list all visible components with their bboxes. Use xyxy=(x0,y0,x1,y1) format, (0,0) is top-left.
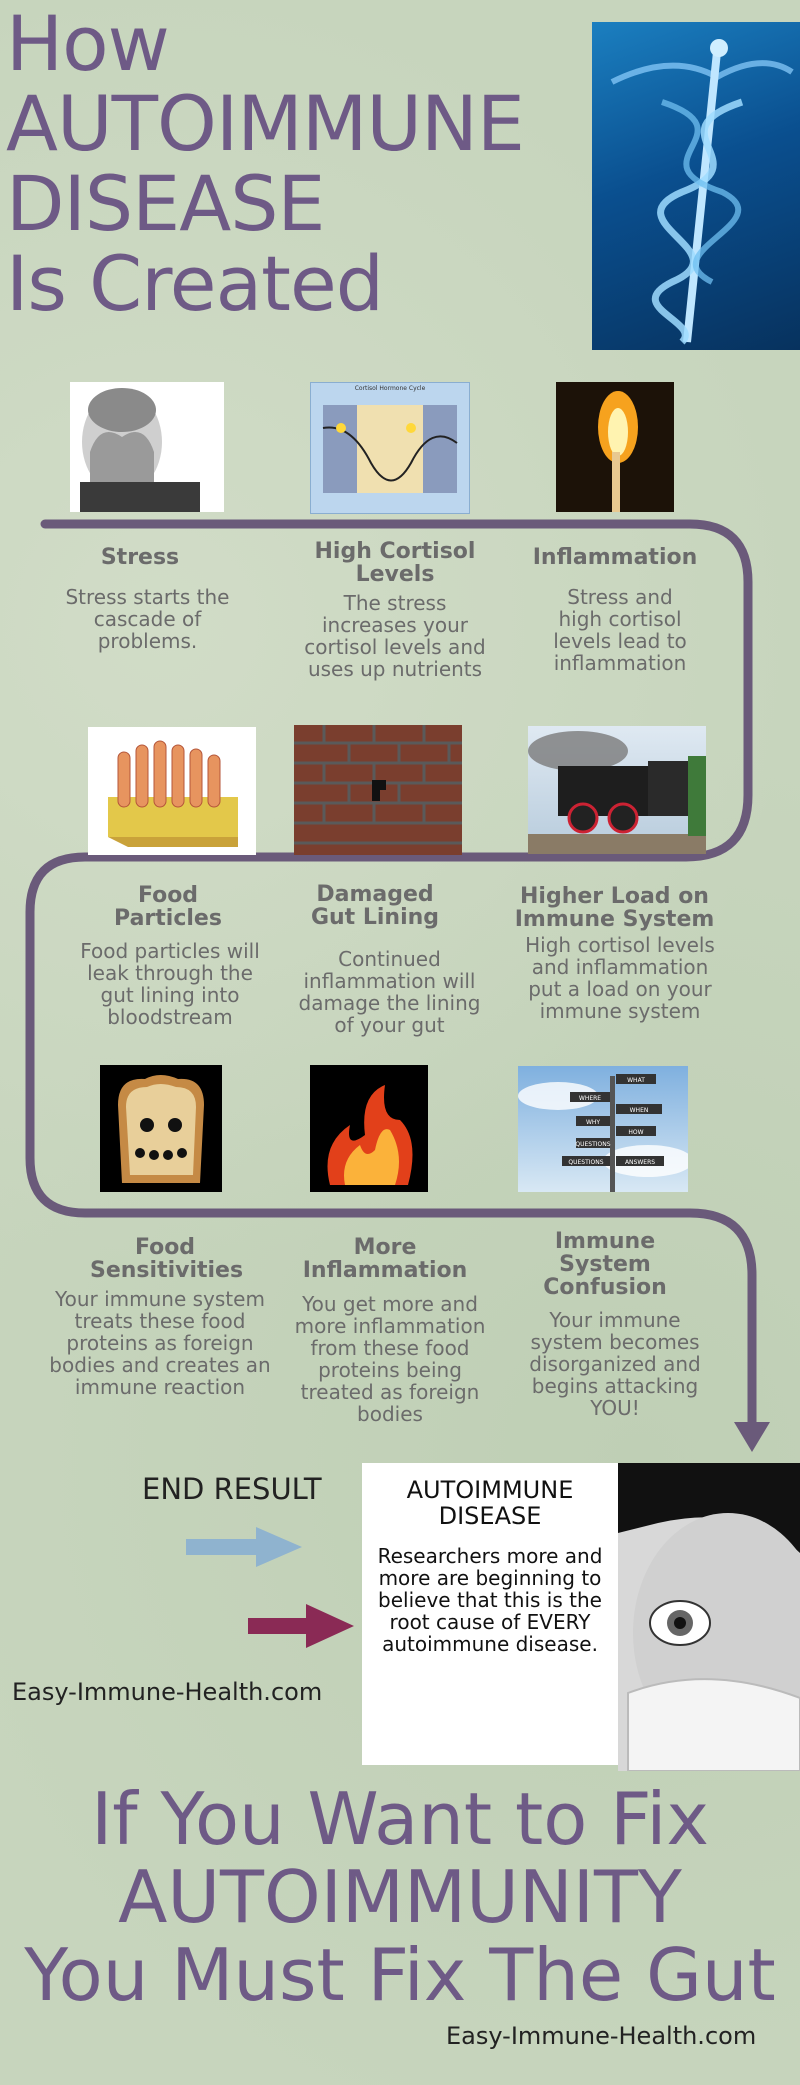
path-arrowhead xyxy=(734,1422,770,1452)
brick-wall-image xyxy=(294,725,462,855)
step-title-damaged-gut-lining: Damaged Gut Lining xyxy=(310,882,440,930)
gut-villi-image xyxy=(88,727,256,855)
step-title-immune-confusion: Immune System Confusion xyxy=(543,1229,667,1300)
lit-match-image xyxy=(556,382,674,512)
maroon-arrow-icon xyxy=(248,1604,354,1648)
blue-arrow-icon xyxy=(186,1527,302,1567)
result-box-body: Researchers more and more are beginning … xyxy=(377,1544,603,1656)
cortisol-chart-image: Cortisol Hormone Cycle xyxy=(310,382,470,514)
result-box: AUTOIMMUNE DISEASE Researchers more and … xyxy=(362,1463,618,1765)
end-result-label: END RESULT xyxy=(142,1472,322,1506)
step-desc-more-inflammation: You get more and more inflammation from … xyxy=(294,1292,486,1426)
caduceus-image xyxy=(592,22,800,350)
step-desc-damaged-gut-lining: Continued inflammation will damage the l… xyxy=(298,947,481,1037)
step-desc-high-cortisol: The stress increases your cortisol level… xyxy=(304,591,486,681)
signpost-word: WHAT xyxy=(627,1077,645,1084)
signpost-word: WHY xyxy=(586,1119,600,1126)
step-title-higher-load: Higher Load on Immune System xyxy=(514,884,715,932)
footer-site-url: Easy-Immune-Health.com xyxy=(446,2022,757,2050)
signpost-word: QUESTIONS xyxy=(568,1159,603,1166)
bottom-headline: If You Want to Fix AUTOIMMUNITY You Must… xyxy=(24,1777,776,2017)
step-desc-food-particles: Food particles will leak through the gut… xyxy=(80,939,260,1029)
step-desc-stress: Stress starts the cascade of problems. xyxy=(65,585,230,653)
signpost-word: WHERE xyxy=(579,1095,601,1102)
masked-face-image xyxy=(618,1463,800,1771)
step-desc-inflammation: Stress and high cortisol levels lead to … xyxy=(553,585,687,675)
cortisol-chart-title: Cortisol Hormone Cycle xyxy=(354,385,426,392)
step-title-stress: Stress xyxy=(100,545,180,570)
step-title-high-cortisol: High Cortisol Levels xyxy=(314,539,476,587)
step-title-food-particles: Food Particles xyxy=(114,883,222,931)
signpost-word: WHEN xyxy=(630,1107,649,1114)
step-desc-higher-load: High cortisol levels and inflammation pu… xyxy=(525,933,715,1023)
step-desc-immune-confusion: Your immune system becomes disorganized … xyxy=(529,1308,701,1420)
stressed-man-image xyxy=(70,382,224,512)
bread-face-image xyxy=(100,1065,222,1192)
fire-image xyxy=(310,1065,428,1192)
signpost-word: QUESTIONS xyxy=(575,1141,610,1148)
signpost-image: WHAT WHERE WHEN WHY HOW QUESTIONS QUESTI… xyxy=(518,1066,688,1192)
signpost-word: HOW xyxy=(628,1129,643,1136)
step-title-inflammation: Inflammation xyxy=(532,545,698,570)
site-url: Easy-Immune-Health.com xyxy=(12,1678,323,1706)
result-box-title: AUTOIMMUNE DISEASE xyxy=(406,1476,574,1530)
signpost-word: ANSWERS xyxy=(625,1159,655,1166)
step-desc-food-sensitivities: Your immune system treats these food pro… xyxy=(49,1287,271,1399)
step-title-more-inflammation: More Inflammation xyxy=(302,1235,468,1283)
page-title: How AUTOIMMUNE DISEASE Is Created xyxy=(6,0,525,328)
steam-train-image xyxy=(528,726,706,854)
step-title-food-sensitivities: Food Sensitivities xyxy=(90,1235,244,1283)
